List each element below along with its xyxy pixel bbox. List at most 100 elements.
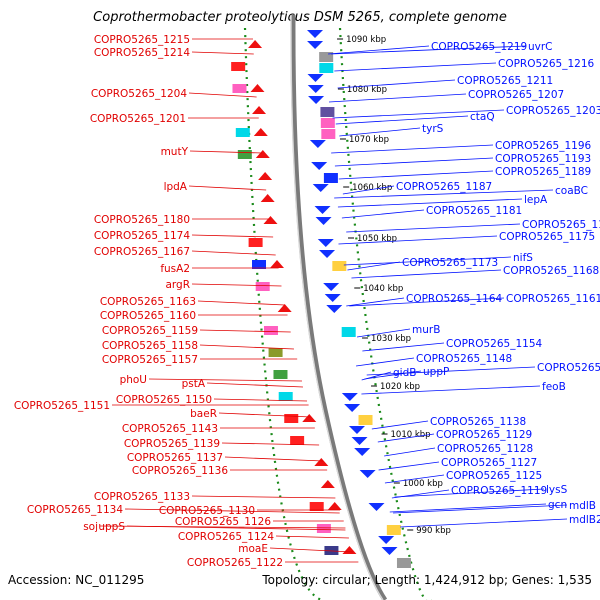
- right-gene-label: uppP: [423, 366, 449, 378]
- right-gene-label: tyrS: [422, 123, 444, 135]
- tick-label: 1040 kbp: [363, 284, 403, 294]
- gene-arrow-icon: [314, 206, 331, 214]
- tick-label: 1090 kbp: [346, 35, 386, 45]
- gene-arrow-icon: [248, 40, 263, 48]
- tick-label: 1060 kbp: [352, 183, 392, 193]
- left-gene-label: argR: [165, 279, 190, 291]
- right-gene-label: COPRO5265_1125: [446, 470, 542, 482]
- gene-block: [396, 558, 411, 568]
- gene-block: [278, 392, 293, 401]
- gene-block: [273, 370, 288, 379]
- right-gene-label: COPRO5265_1189: [495, 166, 591, 178]
- gene-arrow-icon: [311, 162, 328, 170]
- genome-title: Coprothermobacter proteolyticus DSM 5265…: [93, 10, 507, 25]
- right-gene-label: COPRO5265_1216: [498, 58, 595, 70]
- tick-label: 1030 kbp: [371, 334, 411, 344]
- right-gene-label: gidB: [393, 367, 416, 379]
- right-gene-label: COPRO5265_1127: [441, 457, 537, 469]
- gene-block: [231, 62, 246, 71]
- gene-block: [321, 129, 336, 139]
- right-gene-label: mdlB2: [569, 514, 600, 526]
- gene-arrow-icon: [344, 404, 361, 412]
- left-gene-label: COPRO5265_1167: [94, 246, 190, 258]
- gene-arrow-icon: [258, 172, 273, 180]
- left-gene-label: pstA: [182, 378, 206, 390]
- gene-arrow-icon: [307, 30, 324, 38]
- gene-arrow-icon: [302, 414, 317, 422]
- left-gene-label: COPRO5265_1150: [116, 394, 212, 406]
- gene-arrow-icon: [263, 216, 278, 224]
- right-gene-label: lepA: [524, 194, 548, 206]
- gene-block: [320, 118, 335, 128]
- gene-block: [324, 546, 339, 555]
- left-gene-label: COPRO5265_1215: [94, 34, 190, 46]
- right-gene-label: COPRO5265_1193: [495, 153, 591, 165]
- gene-arrow-icon: [308, 96, 325, 104]
- gene-arrow-icon: [319, 250, 336, 258]
- accession-label: Accession: NC_011295: [8, 573, 145, 587]
- left-gene-label: COPRO5265_1124: [178, 531, 275, 543]
- gene-arrow-icon: [326, 305, 343, 313]
- right-gene-label: COPRO5265_1211: [457, 75, 553, 87]
- left-gene-labels: COPRO5265_1215COPRO5265_1214COPRO5265_12…: [14, 34, 283, 569]
- right-gene-label: uvrC: [528, 41, 553, 53]
- left-gene-label: baeR: [190, 408, 217, 420]
- left-gene-label: COPRO5265_1133: [94, 491, 190, 503]
- gene-block: [255, 282, 270, 291]
- left-gene-label: uppS: [98, 521, 125, 533]
- gene-block: [386, 525, 401, 535]
- left-gene-label: fusA2: [160, 263, 190, 275]
- gene-arrow-icon: [342, 546, 357, 554]
- gene-arrow-icon: [307, 41, 324, 49]
- gene-arrow-icon: [270, 260, 285, 268]
- left-gene-label: COPRO5265_1163: [100, 296, 196, 308]
- left-leader-lines: [99, 38, 359, 563]
- right-gene-label: COPRO5265_1138: [430, 416, 526, 428]
- tick-label: 1050 kbp: [357, 234, 397, 244]
- gene-arrow-icon: [314, 458, 329, 466]
- gene-arrow-icon: [315, 217, 332, 225]
- gene-arrow-icon: [252, 106, 267, 114]
- right-gene-label: COPRO5265_1181: [426, 205, 522, 217]
- right-gene-label: gcn: [548, 499, 567, 511]
- gene-arrow-icon: [354, 448, 371, 456]
- left-gene-label: COPRO5265_1201: [90, 113, 186, 125]
- right-gene-label: COPRO5265_1173: [402, 257, 498, 269]
- gene-block: [341, 327, 356, 337]
- right-gene-label: COPRO5265_1154: [446, 338, 543, 350]
- gene-block: [263, 326, 278, 335]
- gene-block: [332, 261, 347, 271]
- gene-arrow-icon: [260, 194, 275, 202]
- left-gene-label: phoU: [120, 374, 147, 386]
- left-gene-label: COPRO5265_1136: [132, 465, 229, 477]
- gene-block: [268, 348, 283, 357]
- right-gene-label: COPRO5265_1148: [416, 353, 512, 365]
- left-gene-label: COPRO5265_1180: [94, 214, 190, 226]
- forward-strand-features: [307, 30, 411, 568]
- right-gene-label: mdlB: [569, 500, 596, 512]
- left-gene-label: COPRO5265_1143: [122, 423, 218, 435]
- right-gene-label: COPRO5265_1119: [451, 485, 547, 497]
- right-gene-label: COPRO5265_1178: [522, 219, 600, 231]
- left-gene-label: COPRO5265_1134: [27, 504, 124, 516]
- right-gene-label: COPRO5265_1219: [431, 41, 527, 53]
- right-gene-label: coaBC: [555, 185, 588, 197]
- left-gene-label: COPRO5265_1157: [102, 354, 198, 366]
- inner-dotted-track: [243, 27, 323, 600]
- right-gene-label: COPRO5265_1142: [537, 362, 600, 374]
- left-gene-label: COPRO5265_1159: [102, 325, 198, 337]
- tick-label: 1070 kbp: [349, 135, 389, 145]
- gene-arrow-icon: [253, 128, 268, 136]
- left-gene-label: COPRO5265_1174: [94, 230, 191, 242]
- tick-label: 1010 kbp: [391, 430, 431, 440]
- left-gene-label: COPRO5265_1204: [91, 88, 188, 100]
- right-gene-label: COPRO5265_1161: [506, 293, 600, 305]
- left-gene-label: COPRO5265_1158: [102, 340, 198, 352]
- gene-arrow-icon: [348, 426, 365, 434]
- gene-arrow-icon: [307, 74, 324, 82]
- left-gene-label: soj: [83, 521, 98, 533]
- right-gene-label: ctaQ: [470, 111, 495, 123]
- left-gene-label: COPRO5265_1122: [187, 557, 283, 569]
